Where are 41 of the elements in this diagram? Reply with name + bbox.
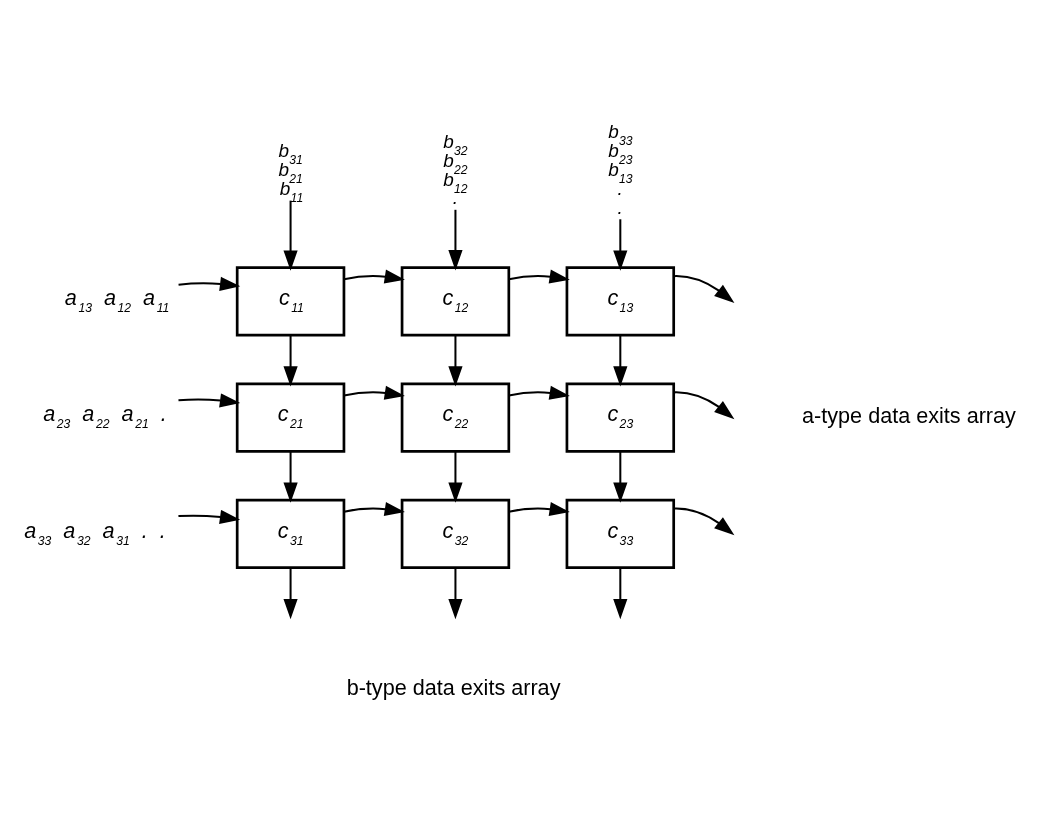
node-box: c$_{23}$: [565, 382, 676, 453]
node-box: c$_{13}$: [565, 266, 676, 337]
node-box: c$_{22}$: [400, 382, 511, 453]
node-box: c$_{12}$: [400, 266, 511, 337]
node-text: a$_{33}$ a$_{32}$ a$_{31}$ . .: [24, 517, 166, 548]
arrow: [613, 567, 628, 620]
arrow: [613, 219, 628, 271]
node-box: c$_{32}$: [400, 498, 511, 569]
arrow: [178, 393, 241, 408]
arrow: [673, 391, 735, 420]
arrow: [613, 451, 628, 503]
node-box: c$_{21}$: [235, 382, 346, 453]
arrow: [508, 269, 570, 284]
node-text: b$_{33}$ b$_{23}$ b$_{13}$ . .: [608, 121, 633, 218]
arrow: [673, 507, 735, 536]
arrow: [178, 509, 241, 525]
arrow: [343, 269, 405, 284]
arrow: [448, 209, 463, 271]
node-text: b$_{32}$ b$_{22}$ b$_{12}$ .: [443, 130, 468, 209]
arrow: [508, 502, 570, 517]
arrow: [283, 200, 298, 271]
arrow: [613, 335, 628, 387]
arrow: [283, 567, 298, 620]
label: b-type data exits array: [346, 675, 561, 701]
node-text: a$_{13}$ a$_{12}$ a$_{11}$: [64, 285, 170, 316]
arrow: [448, 335, 463, 387]
node-text: b$_{31}$ b$_{21}$ b$_{11}$: [278, 140, 304, 205]
node-text: a$_{23}$ a$_{22}$ a$_{21}$ .: [43, 401, 167, 432]
arrow: [343, 502, 405, 517]
label: a-type data exits array: [802, 402, 1016, 428]
arrow: [448, 567, 463, 620]
arrow: [343, 385, 405, 400]
arrow: [673, 275, 735, 303]
arrow: [283, 335, 298, 387]
arrow: [448, 451, 463, 503]
node-box: c$_{11}$: [235, 266, 346, 337]
arrow: [283, 451, 298, 503]
node-box: c$_{33}$: [565, 498, 676, 569]
node-box: c$_{31}$: [235, 498, 346, 569]
arrow: [508, 385, 570, 400]
arrow: [178, 276, 241, 291]
